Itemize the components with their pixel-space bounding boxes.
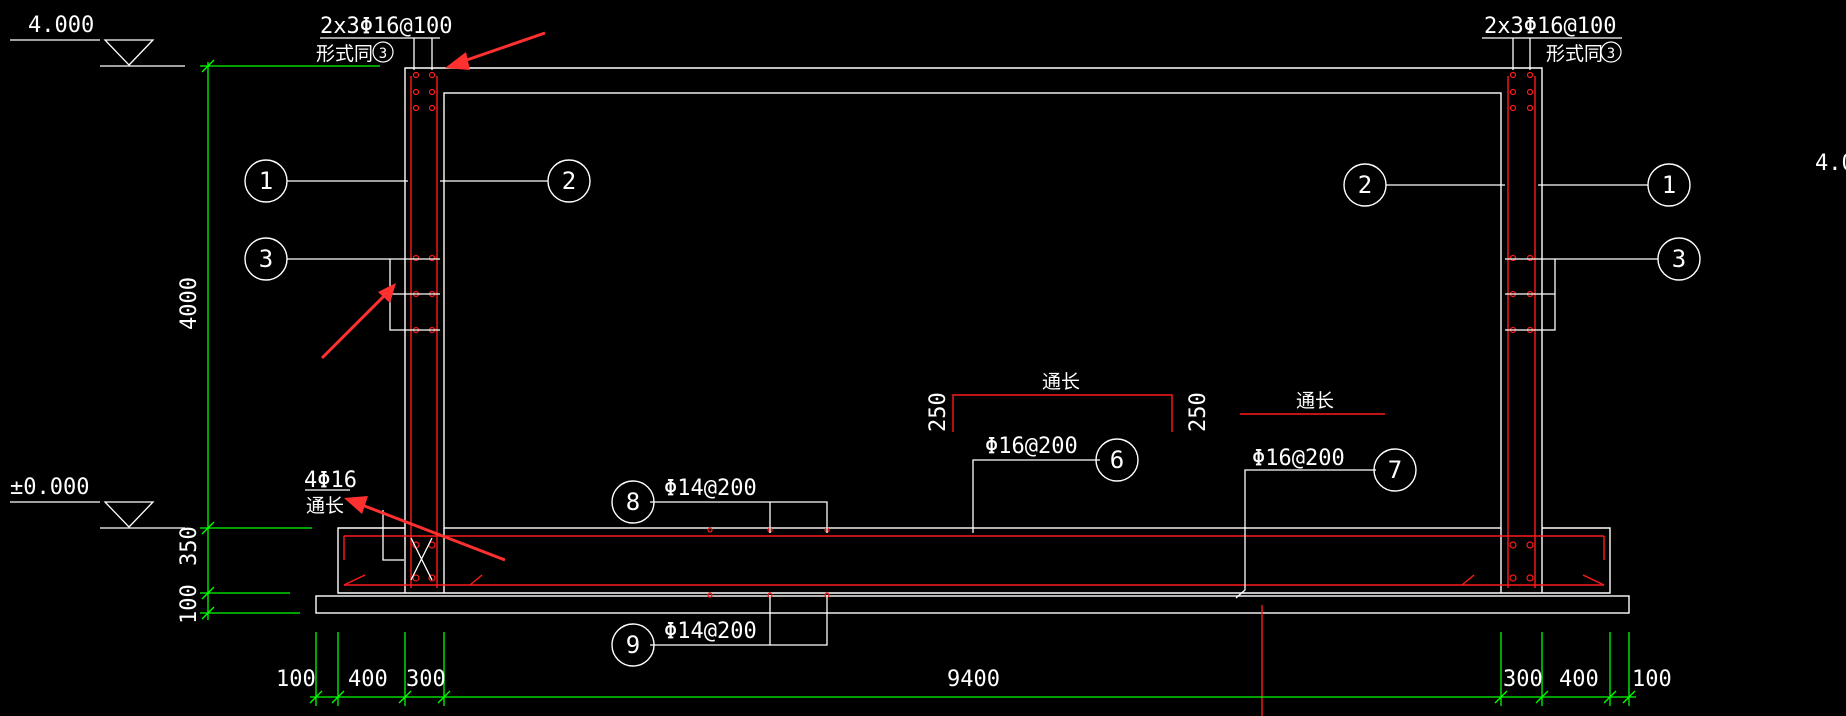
dim-wall-height: 4000	[177, 277, 202, 330]
marker-6: 6	[1095, 438, 1139, 482]
marker-8-label: 8	[626, 488, 640, 516]
hook-right-label: 250	[1186, 392, 1211, 432]
dim-300-right: 300	[1503, 667, 1543, 692]
elevation-right-label: 4.0	[1815, 151, 1846, 176]
marker-1-left: 1	[244, 159, 288, 203]
ref-top-left-label: 3	[379, 46, 387, 62]
bar9-label: Φ14@200	[664, 619, 757, 644]
annotation-arrow-bottom	[344, 496, 506, 562]
marker-9: 9	[611, 623, 655, 667]
marker-3-right: 3	[1657, 237, 1701, 281]
elevation-bottom-label: ±0.000	[10, 475, 89, 500]
top-left-rebar-label: 2x3Φ16@100	[320, 14, 452, 39]
marker-1-right: 1	[1647, 163, 1691, 207]
annotation-arrow-middle	[320, 283, 396, 360]
ref-circle-top-right	[1600, 41, 1622, 63]
marker-2-right: 2	[1343, 163, 1387, 207]
top-right-rebar-label: 2x3Φ16@100	[1484, 14, 1616, 39]
marker-6-label: 6	[1110, 446, 1124, 474]
through-mid-label: 通长	[1042, 371, 1080, 393]
elevation-top: 4.000	[10, 13, 185, 67]
marker-2-left-label: 2	[562, 167, 576, 195]
rebar-lines	[343, 76, 1605, 716]
elevation-bottom: ±0.000	[10, 475, 185, 529]
marker-8: 8	[611, 480, 655, 524]
through-right-label: 通长	[1296, 390, 1334, 412]
dim-span: 9400	[947, 667, 1000, 692]
hook-left-label: 250	[926, 392, 951, 432]
dimension-lines	[200, 59, 1636, 706]
corner-note: 通长	[306, 495, 344, 517]
annotation-arrow-top	[445, 31, 546, 70]
dim-slab: 350	[177, 526, 202, 566]
marker-7-label: 7	[1388, 456, 1402, 484]
dim-100-left: 100	[276, 667, 316, 692]
top-left-note: 形式同	[316, 43, 373, 65]
ref-top-right-label: 3	[1607, 46, 1615, 62]
bar6-label: Φ16@200	[985, 434, 1078, 459]
ref-circle-top-left	[372, 41, 394, 63]
leader-lines	[287, 37, 1658, 646]
marker-3-left-label: 3	[259, 245, 273, 273]
marker-3-left: 3	[244, 237, 288, 281]
top-right-note: 形式同	[1546, 43, 1603, 65]
marker-3-right-label: 3	[1672, 245, 1686, 273]
dim-pad: 100	[177, 584, 202, 624]
marker-2-right-label: 2	[1358, 171, 1372, 199]
marker-7: 7	[1373, 448, 1417, 492]
dim-100-right: 100	[1632, 667, 1672, 692]
marker-1-right-label: 1	[1662, 171, 1676, 199]
dim-400-left: 400	[348, 667, 388, 692]
marker-9-label: 9	[626, 631, 640, 659]
dim-400-right: 400	[1559, 667, 1599, 692]
elevation-top-label: 4.000	[28, 13, 94, 38]
corner-bars-label: 4Φ16	[304, 468, 357, 493]
marker-2-left: 2	[547, 159, 591, 203]
dim-300-left: 300	[406, 667, 446, 692]
marker-1-left-label: 1	[259, 167, 273, 195]
bar8-label: Φ14@200	[664, 476, 757, 501]
bar7-label: Φ16@200	[1252, 446, 1345, 471]
